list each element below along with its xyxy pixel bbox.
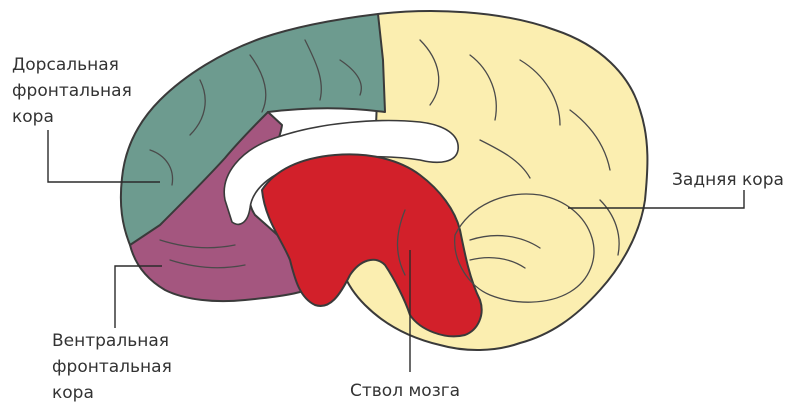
brainstem-label: Ствол мозга [350, 381, 460, 401]
ventral-frontal-label: Вентральная фронтальная кора [52, 331, 177, 403]
dorsal-frontal-label: Дорсальная фронтальная кора [12, 55, 137, 127]
posterior-label: Задняя кора [672, 170, 784, 190]
